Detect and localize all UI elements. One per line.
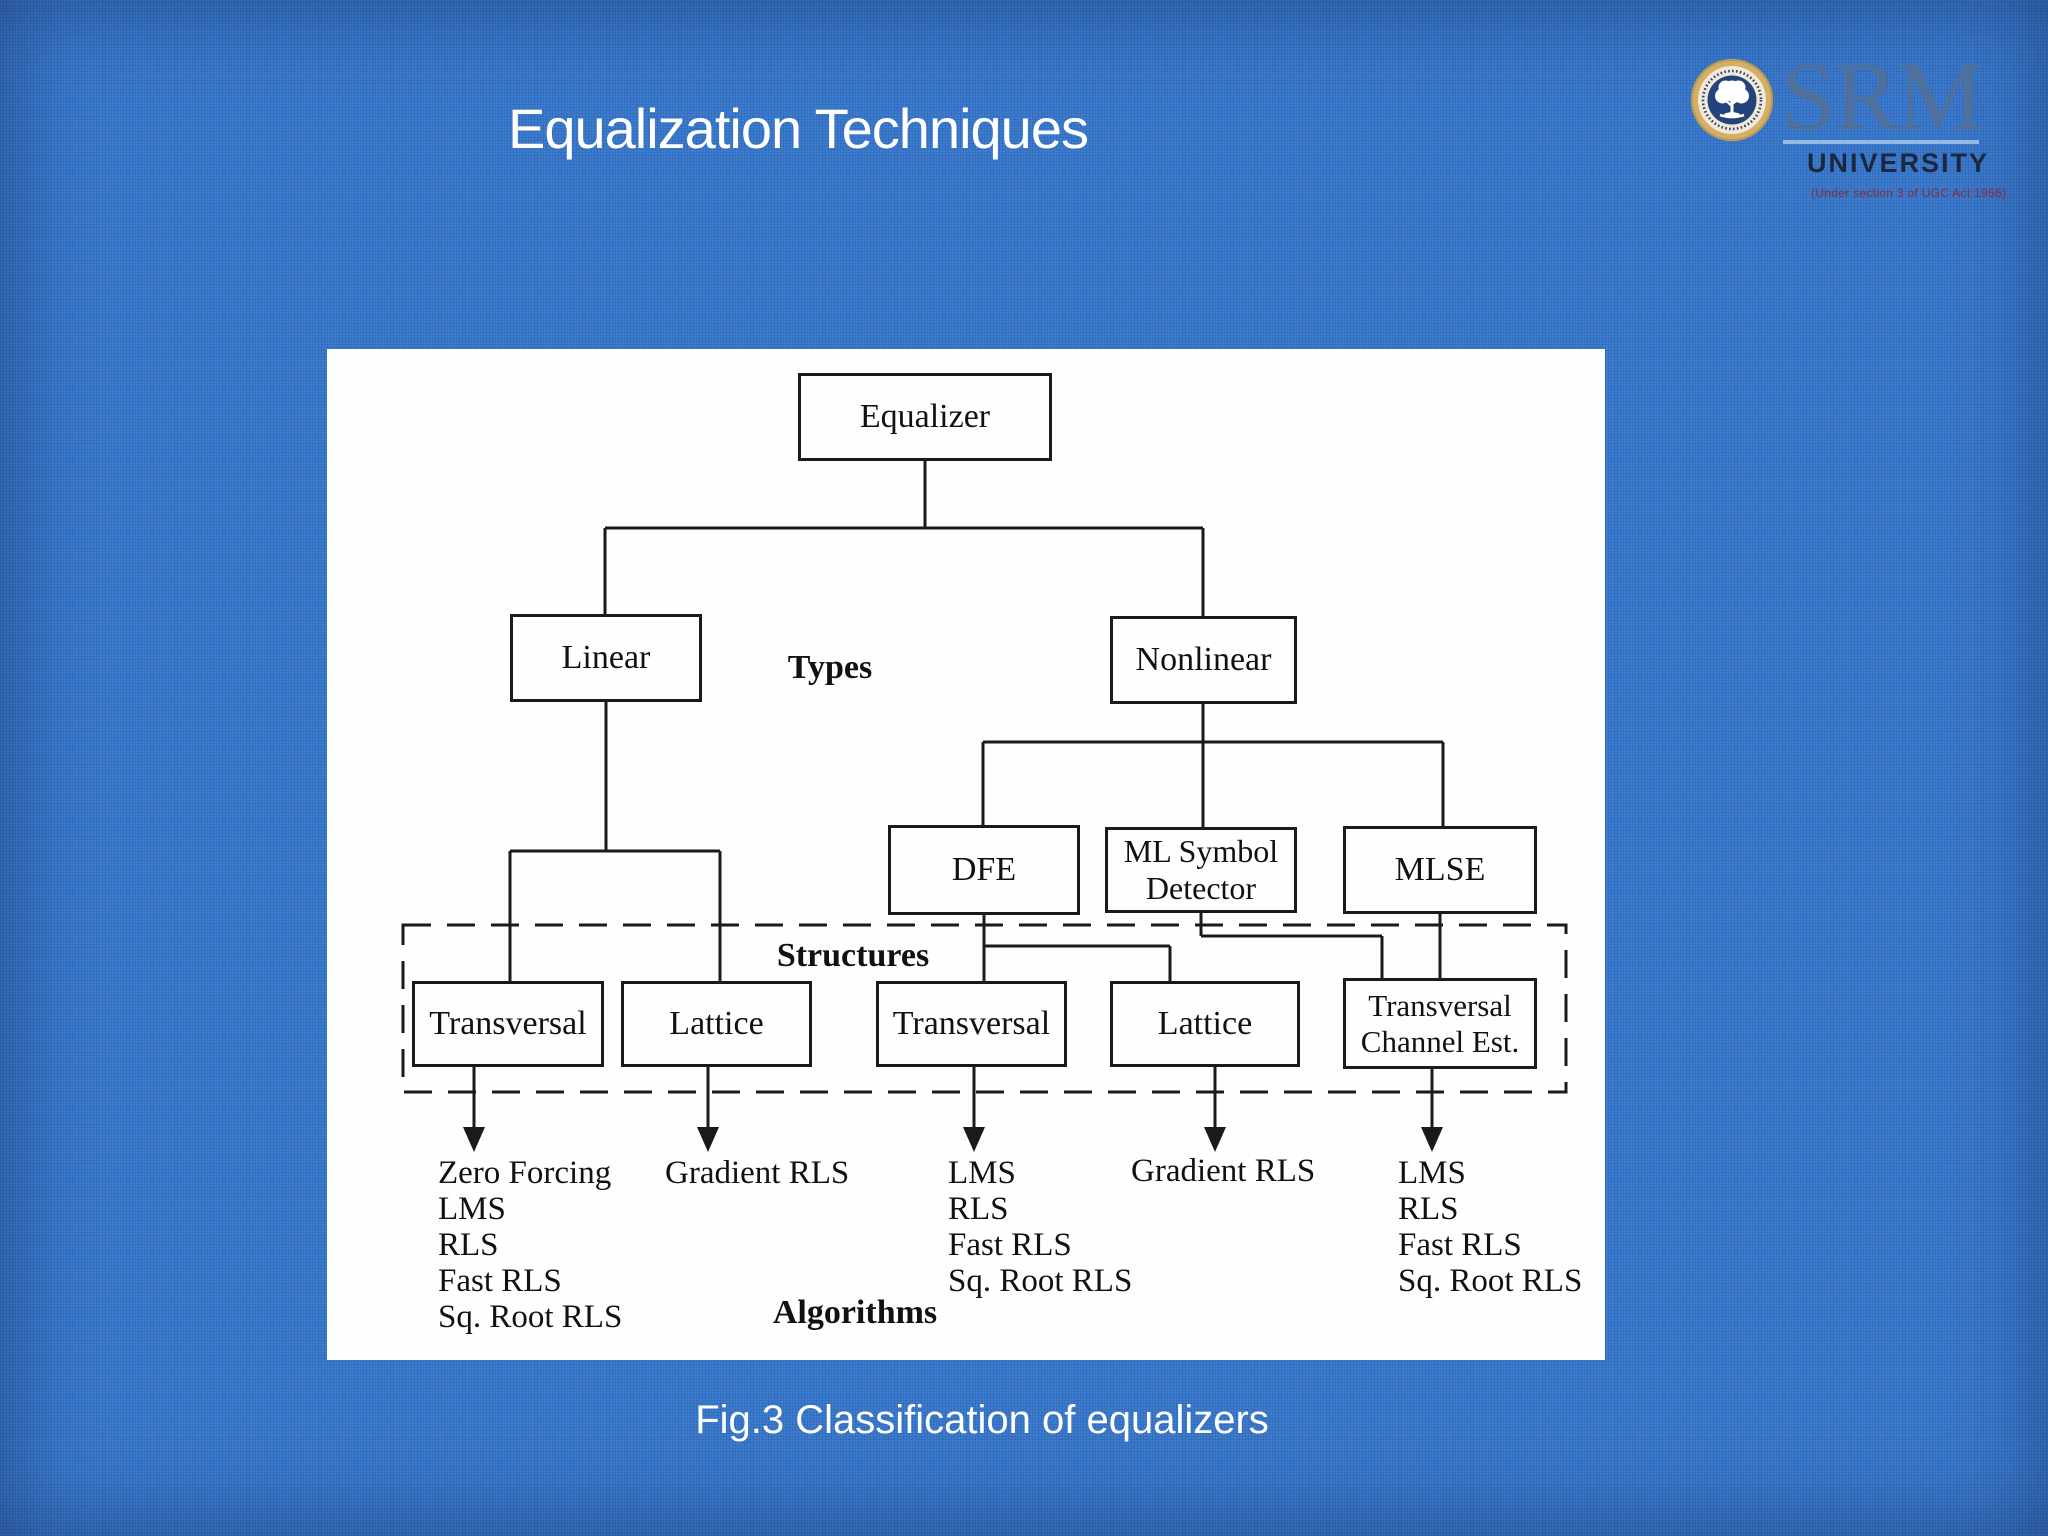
algorithm-list-linear-lattice: Gradient RLS — [665, 1155, 850, 1191]
algorithm-list-mlse-channel-est: LMS RLS Fast RLS Sq. Root RLS — [1398, 1155, 1583, 1299]
group-label-structures: Structures — [776, 937, 930, 974]
node-ml-symbol-detector: ML Symbol Detector — [1105, 827, 1297, 913]
figure-caption: Fig.3 Classification of equalizers — [695, 1398, 1269, 1442]
node-mlse: MLSE — [1343, 826, 1537, 914]
figure-panel: Equalizer Linear Nonlinear DFE ML Symbol… — [327, 349, 1605, 1360]
algorithm-list-dfe-transversal: LMS RLS Fast RLS Sq. Root RLS — [948, 1155, 1133, 1299]
node-dfe: DFE — [888, 825, 1080, 915]
page-title: Equalization Techniques — [508, 97, 1089, 160]
node-equalizer: Equalizer — [798, 373, 1052, 461]
node-nonlinear: Nonlinear — [1110, 616, 1297, 704]
logo-tagline: (Under section 3 of UGC Act 1956) — [1811, 186, 2007, 200]
university-logo: SRM UNIVERSITY (Under section 3 of UGC A… — [1685, 40, 2025, 220]
node-transversal-channel-est: Transversal Channel Est. — [1343, 978, 1537, 1069]
logo-institution: UNIVERSITY — [1807, 148, 1990, 178]
algorithm-list-dfe-lattice: Gradient RLS — [1131, 1153, 1316, 1189]
group-label-algorithms: Algorithms — [772, 1294, 938, 1331]
node-linear-lattice: Lattice — [621, 981, 812, 1067]
group-label-types: Types — [787, 649, 873, 686]
node-linear: Linear — [510, 614, 702, 702]
arrowhead-icons — [463, 1127, 1443, 1152]
node-linear-transversal: Transversal — [412, 981, 604, 1067]
node-dfe-transversal: Transversal — [876, 981, 1067, 1067]
tree-connector-lines — [401, 461, 1568, 1152]
structures-dashed-box — [401, 923, 1568, 1094]
logo-divider — [1783, 140, 1979, 144]
node-dfe-lattice: Lattice — [1110, 981, 1300, 1067]
tree-icon — [1715, 80, 1749, 119]
algorithm-list-linear-transversal: Zero Forcing LMS RLS Fast RLS Sq. Root R… — [438, 1155, 623, 1335]
logo-acronym: SRM — [1781, 43, 1984, 151]
university-emblem-icon — [1691, 59, 1773, 141]
